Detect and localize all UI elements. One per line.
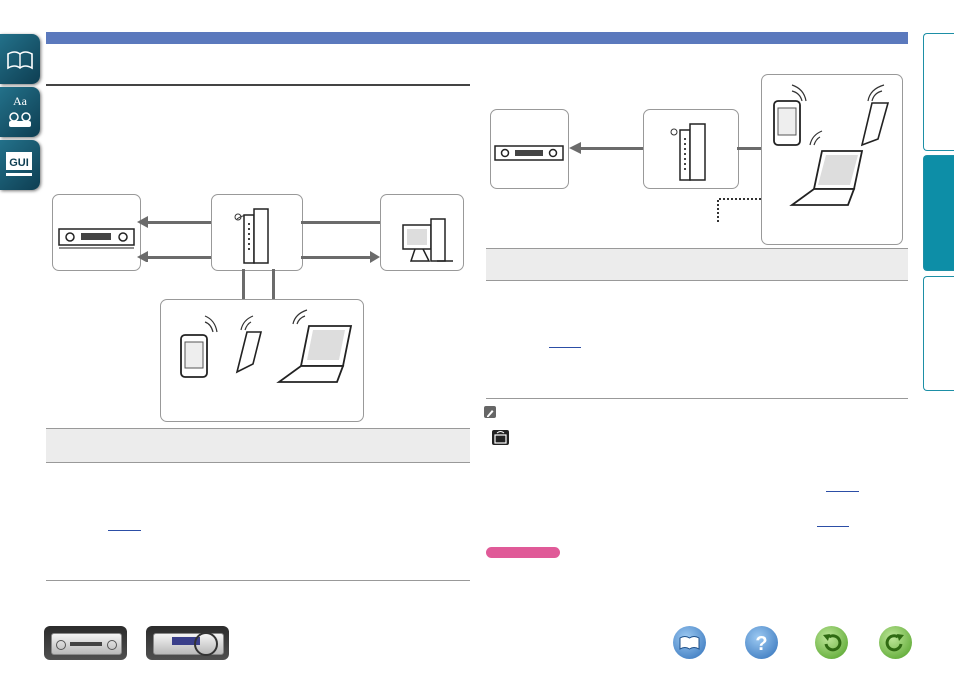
table-divider [46,428,470,429]
arrow-head [370,251,380,263]
front-panel-icon [51,633,122,655]
router-box [643,109,739,189]
dotted-connection [717,198,761,224]
wireless-devices-icon [773,84,890,206]
av-receiver-icon [494,145,564,161]
router-box [211,194,303,271]
svg-text:?: ? [755,633,767,655]
book-icon [679,636,700,650]
index-icon: Aa [9,94,31,127]
desktop-pc-icon [402,218,453,262]
router-icon [234,208,269,264]
page-link[interactable] [826,491,859,492]
gui-icon: GUI [6,152,32,176]
gui-tab[interactable]: GUI [0,140,40,190]
back-button[interactable] [815,626,848,659]
rear-panel-icon [153,632,224,656]
header-bar [46,32,908,44]
table-header-row [486,249,908,280]
index-tab[interactable]: Aa [0,87,40,137]
router-icon [670,123,706,181]
table-divider [486,398,908,399]
section-tab-3[interactable] [923,276,954,391]
receiver-box [490,109,569,189]
connection-line [145,221,211,224]
arrow-heads [137,216,148,262]
page-link[interactable] [549,347,581,348]
contents-tab[interactable] [0,34,40,84]
computer-box [380,194,464,271]
table-divider [46,462,470,463]
question-icon: ? [755,633,767,655]
table-divider [46,580,470,581]
connection-line [145,256,211,259]
book-icon [7,51,33,70]
connection-line [242,269,245,300]
receiver-box [52,194,141,271]
wireless-devices-box [160,299,364,422]
connection-line [578,147,643,150]
connection-line [301,221,380,224]
connection-line [737,147,762,150]
wireless-devices-icon [180,309,353,383]
note-pencil-icon [484,406,496,418]
svg-text:GUI: GUI [9,157,29,169]
undo-arrow-icon [823,634,842,652]
table-divider [486,248,908,249]
section-divider [46,84,470,86]
remote-panel-button[interactable] [146,626,229,660]
note-tag [486,547,560,558]
connection-line [272,269,275,300]
arrow-head [569,142,581,154]
remote-button-icon [492,430,509,445]
redo-arrow-icon [885,634,904,652]
manual-button[interactable] [673,626,706,659]
help-button[interactable]: ? [745,626,778,659]
table-header-row [46,429,470,462]
front-panel-button[interactable] [44,626,127,660]
forward-button[interactable] [879,626,912,659]
section-tab-1[interactable] [923,33,954,151]
wireless-devices-box [761,74,903,245]
page-link[interactable] [817,526,849,527]
table-divider [486,280,908,281]
section-tab-2[interactable] [923,155,954,271]
av-receiver-icon [58,228,135,249]
page-link[interactable] [108,530,141,531]
svg-text:Aa: Aa [13,94,28,108]
connection-line [301,256,373,259]
